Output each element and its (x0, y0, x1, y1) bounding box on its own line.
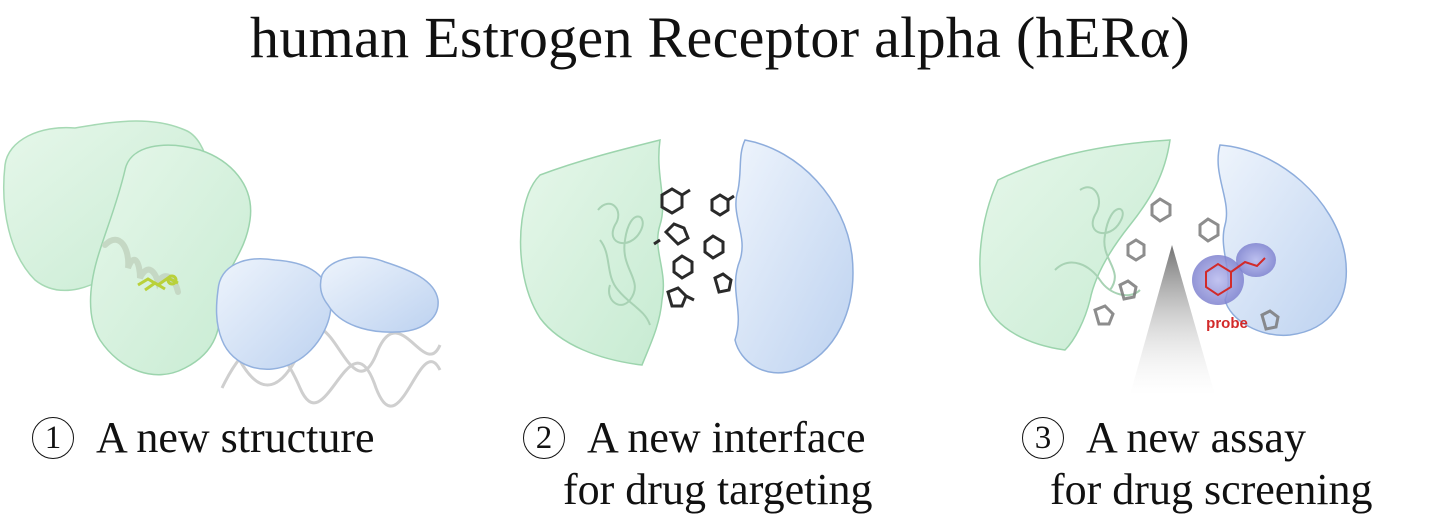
blue-domain-half (1217, 144, 1347, 337)
panel-3-assay-figure: probe (979, 139, 1347, 395)
step-number-badge: 3 (1022, 417, 1064, 459)
green-domain-half (979, 139, 1171, 351)
caption-line1: A new structure (96, 413, 375, 462)
interface-residues (653, 187, 735, 308)
detection-cone (1130, 245, 1215, 395)
caption-line2: for drug screening (1050, 465, 1373, 514)
page-title: human Estrogen Receptor alpha (hERα) (250, 5, 1190, 70)
panel-1-caption: 1 A new structure (32, 412, 375, 464)
green-domain-front (89, 144, 252, 376)
panel-2-caption: 2 A new interface for drug targeting (523, 412, 873, 516)
panel-1-structure-figure (3, 120, 442, 408)
panel-2-interface-figure (519, 139, 854, 374)
caption-line1: A new assay (1086, 413, 1306, 462)
step-number-badge: 1 (32, 417, 74, 459)
panel-3-caption: 3 A new assay for drug screening (1022, 412, 1373, 516)
ligand-molecule (137, 274, 179, 292)
helix-ribbon (102, 236, 181, 295)
backbone-trace (1054, 186, 1141, 297)
backbone-trace (597, 202, 651, 326)
probe-molecule: probe (1192, 243, 1276, 332)
caption-line2: for drug targeting (563, 465, 873, 514)
step-number-badge: 2 (523, 417, 565, 459)
blue-domain-half (734, 139, 854, 374)
blue-domain-left (215, 258, 332, 370)
interface-residues (1093, 197, 1280, 331)
blue-domain-right (319, 256, 439, 333)
green-domain-half (519, 139, 665, 366)
caption-line1: A new interface (587, 413, 866, 462)
probe-label: probe (1206, 315, 1248, 332)
